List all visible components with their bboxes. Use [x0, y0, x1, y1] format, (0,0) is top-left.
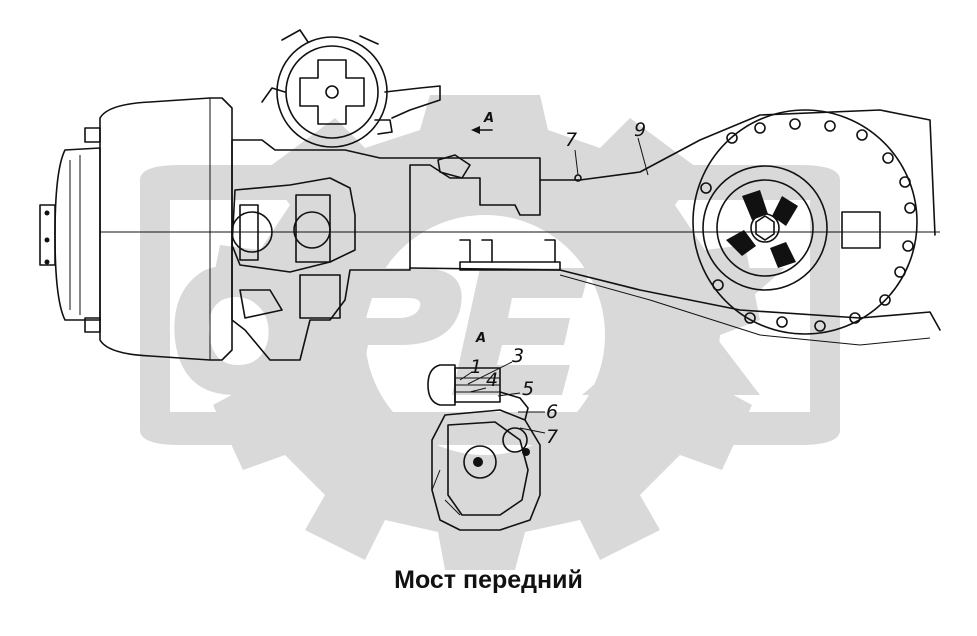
leader-lines-main	[471, 126, 649, 182]
leader-lines-detail	[459, 361, 546, 434]
hub-flange	[39, 127, 101, 333]
brake-chamber-top	[261, 29, 441, 148]
callout-9: 9	[634, 119, 646, 141]
callout-3: 3	[512, 345, 524, 367]
callout-4: 4	[486, 369, 498, 391]
view-label-a-detail: A	[475, 331, 486, 346]
differential-housing	[692, 109, 918, 335]
detail-view-a	[427, 364, 541, 531]
figure-caption: Мост передний	[394, 566, 583, 594]
view-label-a-main: A	[483, 111, 494, 126]
callout-5: 5	[522, 378, 534, 400]
callout-7-detail: 7	[546, 426, 558, 448]
callout-6: 6	[546, 401, 558, 423]
axle-beam	[409, 109, 941, 346]
watermark-text	[174, 264, 785, 395]
callout-7-main: 7	[565, 129, 577, 151]
callout-1: 1	[470, 356, 482, 378]
